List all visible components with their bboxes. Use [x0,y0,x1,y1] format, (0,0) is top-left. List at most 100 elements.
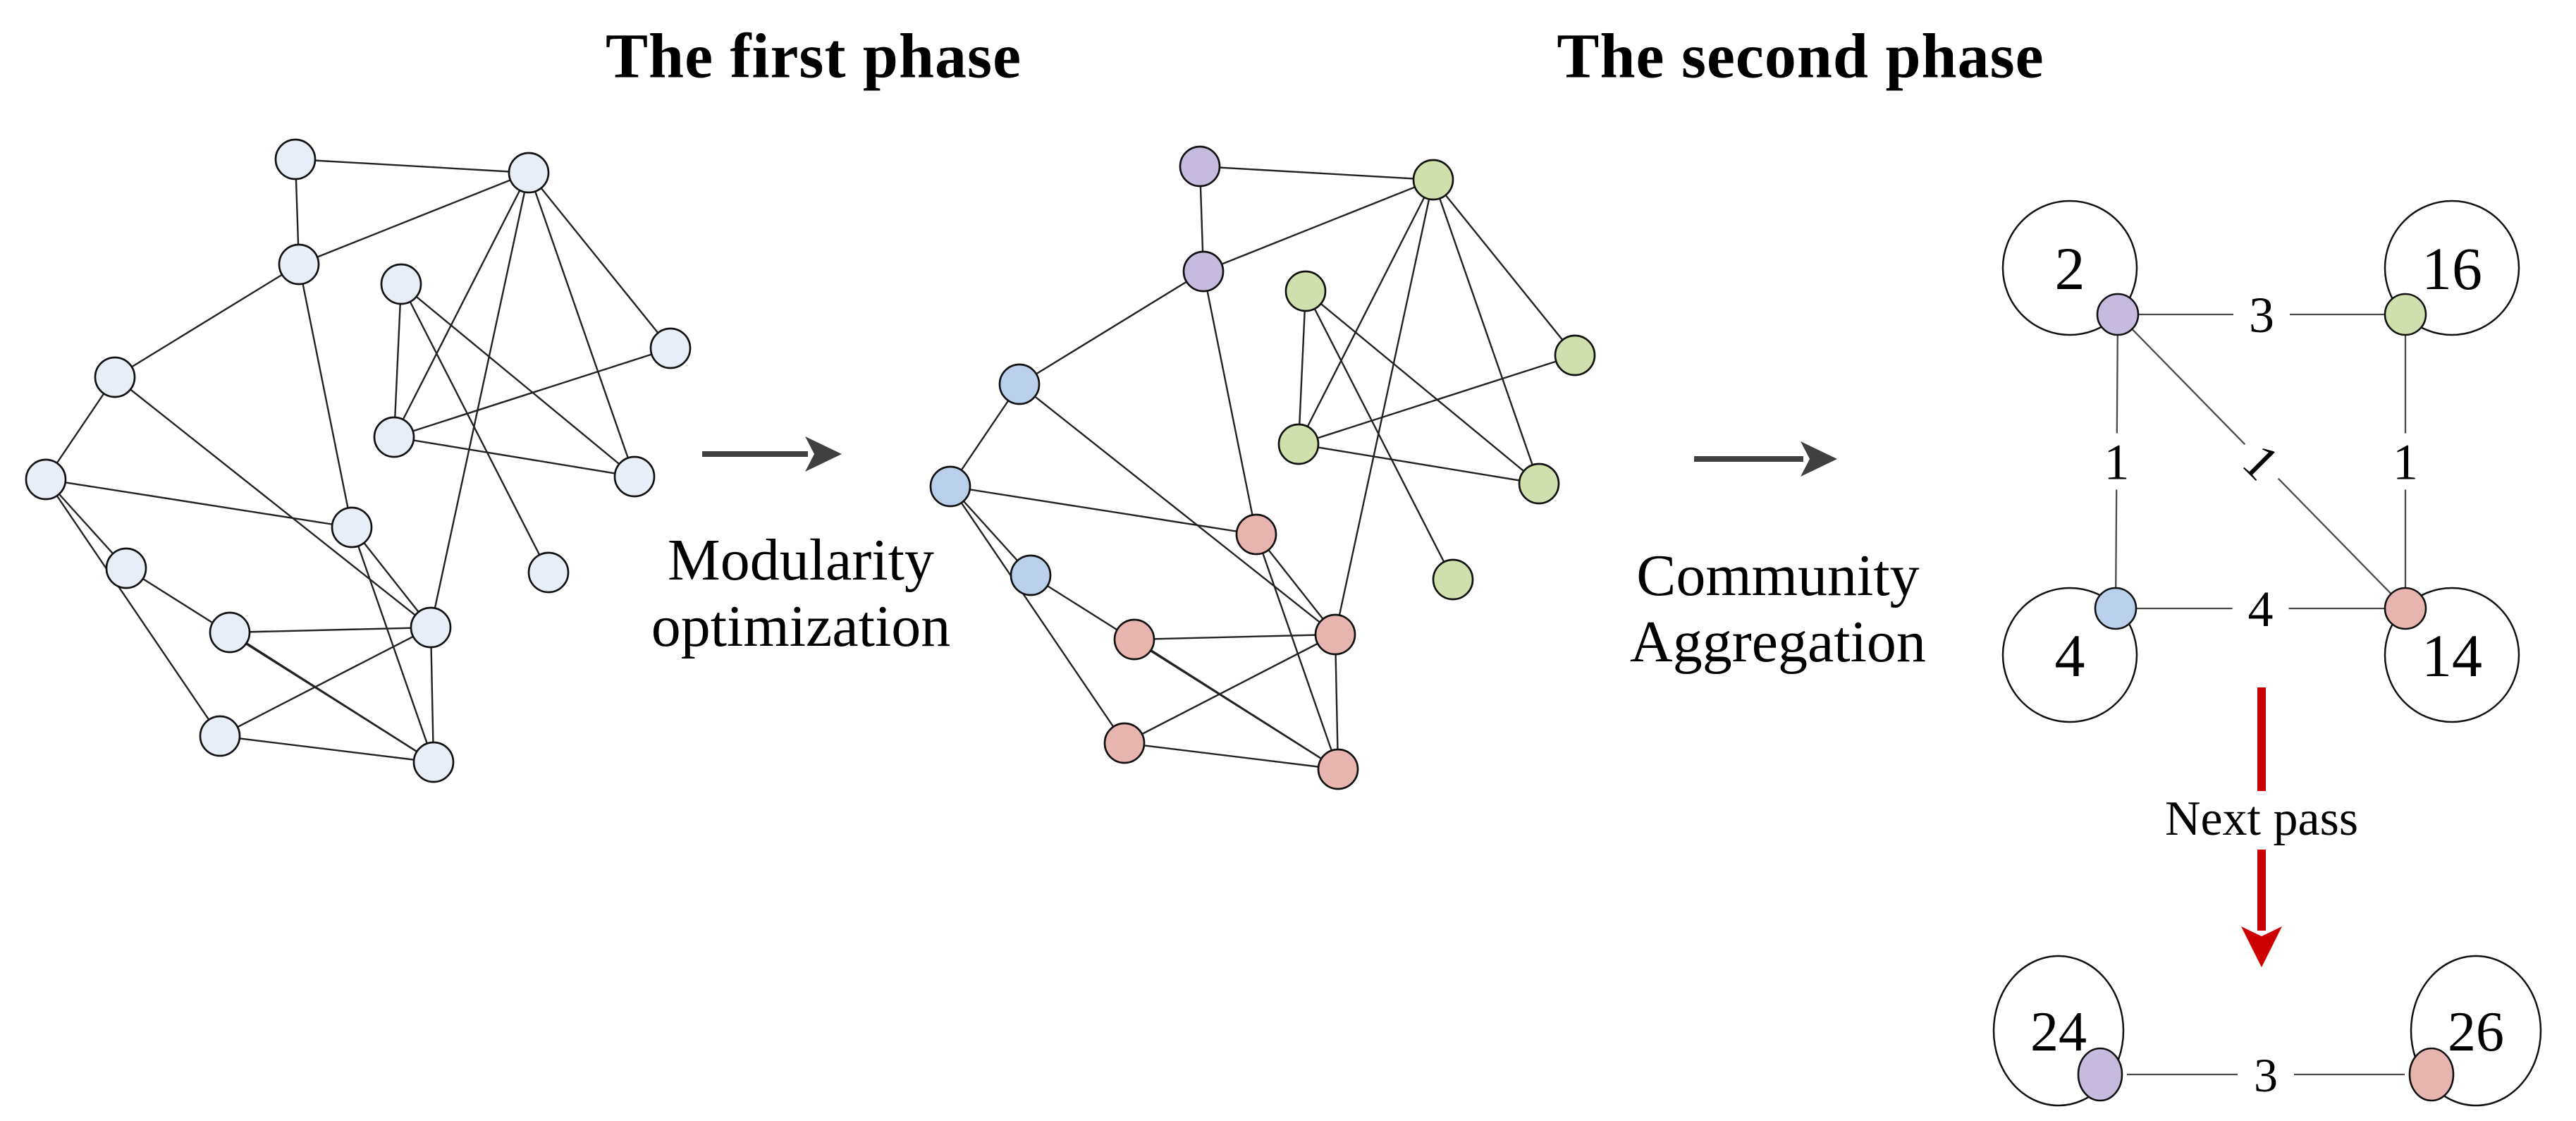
supernode-red2 [2408,1047,2455,1102]
phase1-edge-DL [400,283,550,573]
phase2-node-D [1284,270,1327,312]
phase1-edge-GH [393,347,671,439]
phase2-node-O [1103,722,1146,764]
phase2-node-C [1182,250,1225,293]
phase2-edge-BI [1432,179,1540,484]
edge-label-mask [2232,580,2289,637]
phase1-edge-BC [298,171,529,266]
phase1-node-O [199,715,241,757]
phase1-edge-NO [219,626,431,737]
modularity-label-line1: Modularity [668,527,934,593]
edge-weight-green-red: 1 [2393,434,2418,491]
phase2-edge-DL [1304,290,1454,580]
self-loop-weight-blue: 4 [2055,622,2085,690]
phase1-node-A [274,138,317,180]
modularity-arrow-head [805,436,842,472]
phase1-node-G [649,327,692,369]
phase2-node-J [1235,513,1277,556]
phase1-edge-NP [429,627,435,763]
phase2-node-F [929,465,971,508]
aggregation-arrow [1694,441,1837,477]
next-pass-arrow-head [2241,926,2282,967]
edge-weight-purple-green: 3 [2249,287,2274,343]
phase1-node-C [278,243,320,286]
phase2-edge-NP [1334,634,1339,770]
phase2-node-N [1314,613,1356,656]
edge-weight-blue-red: 4 [2248,581,2274,637]
phase1-graph [25,138,692,783]
phase2-edge-MN [1134,633,1336,641]
next-pass-label: Next pass [2164,792,2359,846]
supernode-red [2384,587,2427,630]
phase2-node-K [1010,554,1052,596]
phase1-node-D [380,263,422,305]
phase2-node-I [1518,463,1560,505]
phase2-graph [929,145,1596,790]
phase2-edge-BH [1297,179,1435,445]
phase1-node-F [25,458,67,501]
final-graph: 24 26 3 [1992,955,2542,1107]
phase1-node-L [527,551,570,594]
phase1-node-N [410,606,452,649]
phase2-edge-NO [1124,633,1336,745]
next-pass-arrow [2241,687,2282,967]
phase2-node-H [1277,423,1320,465]
phase1-node-I [613,455,656,498]
phase2-edge-BC [1203,178,1434,273]
phase1-edge-AB [295,158,529,174]
first-phase-title: The first phase [605,21,1022,92]
phase2-edge-HI [1298,443,1540,485]
phase2-node-B [1412,159,1454,201]
self-loop-weight-purple2: 24 [2030,1001,2087,1063]
edge-label-mask [2233,286,2290,343]
phase1-edge-JN [351,527,431,628]
phase1-edge-CE [114,263,300,379]
phase2-node-M [1113,618,1155,661]
phase1-edge-BN [429,172,530,628]
phase2-edge-JP [1255,534,1339,770]
phase1-node-J [331,506,373,549]
phase1-edge-BI [527,172,636,477]
phase2-edge-GH [1298,354,1576,446]
phase1-node-M [209,611,251,654]
modularity-label-line2: optimization [651,594,951,659]
phase1-edge-DH [393,283,403,438]
aggregation-arrow-head [1801,441,1837,477]
phase1-edge-BG [528,172,671,349]
phase1-edge-CJ [298,264,353,528]
edge-label-mask [2377,433,2434,490]
phase2-edge-MP [1134,638,1339,771]
phase2-node-A [1179,145,1221,188]
modularity-optimization-label: Modularity optimization [651,527,951,660]
second-phase-title: The second phase [1557,21,2044,92]
edge-weight-purple2-red2: 3 [2254,1048,2278,1102]
edge-label-mask [2088,433,2145,490]
phase2-node-G [1554,334,1596,376]
phase2-edge-DI [1305,290,1540,484]
phase1-edge-FJ [45,478,352,529]
edge-label-mask [2238,1046,2294,1103]
phase2-edge-FJ [950,485,1257,536]
self-loop-weight-purple: 2 [2055,235,2085,302]
phase2-node-E [998,363,1041,405]
supernode-blue [2094,587,2138,630]
phase1-edge-JP [350,527,435,763]
phase2-edge-CJ [1202,271,1258,535]
phase1-edge-MN [229,626,431,634]
phase2-edge-OP [1124,742,1339,771]
phase1-edge-EN [114,376,431,628]
supernode-purple2 [2077,1047,2123,1102]
phase1-node-P [412,741,455,783]
phase2-edge-CE [1019,270,1204,386]
phase1-node-H [373,416,415,458]
self-loop-weight-red2: 26 [2448,1001,2504,1063]
phase2-edge-BN [1334,179,1435,635]
phase1-node-K [105,547,147,589]
phase2-node-P [1317,748,1359,790]
phase2-edge-FO [950,486,1125,744]
phase2-edge-DH [1297,290,1307,445]
phase1-node-E [94,356,136,398]
